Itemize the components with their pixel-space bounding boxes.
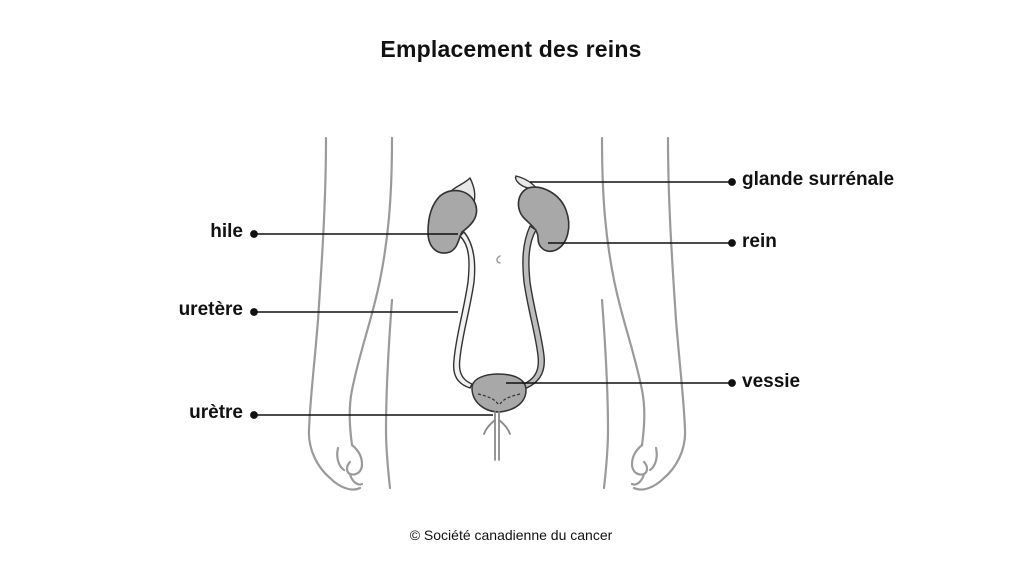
label-uretre: urètre xyxy=(189,402,243,423)
body-outline xyxy=(307,136,687,491)
label-glande-surrenale: glande surrénale xyxy=(742,169,895,190)
diagram-title: Emplacement des reins xyxy=(380,36,642,62)
bladder xyxy=(471,373,527,413)
urethra xyxy=(483,411,511,461)
label-uretere: uretère xyxy=(178,299,243,320)
label-rein: rein xyxy=(742,231,777,252)
label-hile: hile xyxy=(210,221,243,242)
ureters xyxy=(452,225,545,391)
kidneys xyxy=(427,186,570,254)
copyright-notice: © Société canadienne du cancer xyxy=(409,527,613,543)
leader-lines xyxy=(250,178,736,419)
label-vessie: vessie xyxy=(742,371,801,392)
